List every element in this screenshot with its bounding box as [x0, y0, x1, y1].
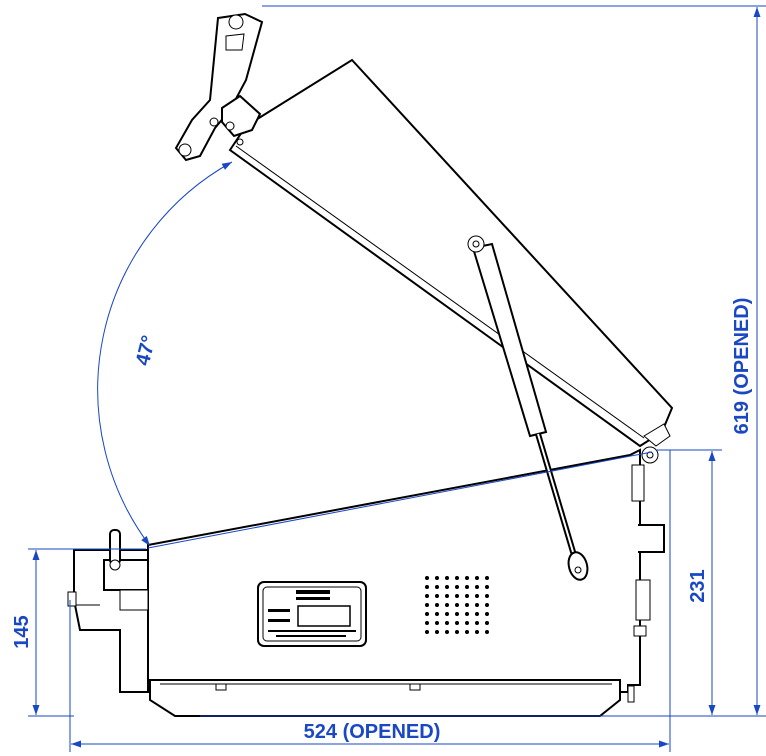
vent-hole — [475, 576, 479, 580]
dim-lid-angle: 47° — [132, 333, 161, 368]
vent-hole — [485, 612, 489, 616]
vent-hole — [465, 630, 469, 634]
vent-hole — [455, 585, 459, 589]
vent-hole — [475, 612, 479, 616]
vent-hole — [465, 585, 469, 589]
vent-hole — [455, 576, 459, 580]
vent-hole — [455, 594, 459, 598]
vent-hole — [435, 576, 439, 580]
machine-body — [67, 448, 665, 717]
vent-hole — [475, 630, 479, 634]
vent-hole — [425, 594, 429, 598]
vent-hole — [435, 585, 439, 589]
vent-hole — [485, 603, 489, 607]
vent-hole — [425, 630, 429, 634]
vent-hole — [425, 576, 429, 580]
vent-hole — [475, 603, 479, 607]
vent-hole — [475, 594, 479, 598]
vent-hole — [445, 585, 449, 589]
vent-hole — [455, 630, 459, 634]
vent-hole — [485, 630, 489, 634]
vent-hole — [465, 603, 469, 607]
vent-hole — [455, 612, 459, 616]
vent-hole — [435, 612, 439, 616]
nameplate — [257, 581, 367, 647]
vent-hole — [425, 603, 429, 607]
vent-hole — [485, 621, 489, 625]
vent-hole — [425, 621, 429, 625]
vent-hole — [445, 630, 449, 634]
vent-hole — [435, 630, 439, 634]
vent-hole — [425, 585, 429, 589]
vent-hole — [435, 594, 439, 598]
vent-hole — [435, 603, 439, 607]
vent-hole — [465, 576, 469, 580]
lid-latch — [174, 12, 264, 162]
dimension-lines — [28, 5, 766, 752]
dim-height-closed-right: 231 — [687, 569, 709, 602]
vent-hole — [455, 621, 459, 625]
vent-hole — [455, 603, 459, 607]
vent-hole — [445, 594, 449, 598]
vent-hole — [445, 576, 449, 580]
vent-hole — [445, 612, 449, 616]
dim-width-opened: 524 (OPENED) — [304, 721, 441, 743]
vent-hole — [465, 621, 469, 625]
vent-hole — [485, 576, 489, 580]
vent-hole — [465, 594, 469, 598]
gas-spring — [467, 235, 589, 581]
vent-hole — [475, 585, 479, 589]
vent-hole — [435, 621, 439, 625]
vent-hole — [445, 621, 449, 625]
vent-hole — [485, 594, 489, 598]
vent-hole — [485, 585, 489, 589]
dim-height-front: 145 — [11, 615, 33, 648]
vent-grid — [425, 576, 489, 634]
vent-hole — [475, 621, 479, 625]
vent-hole — [425, 612, 429, 616]
lid — [228, 58, 674, 464]
vent-hole — [445, 603, 449, 607]
dim-height-opened: 619 (OPENED) — [731, 298, 753, 435]
vent-hole — [465, 612, 469, 616]
